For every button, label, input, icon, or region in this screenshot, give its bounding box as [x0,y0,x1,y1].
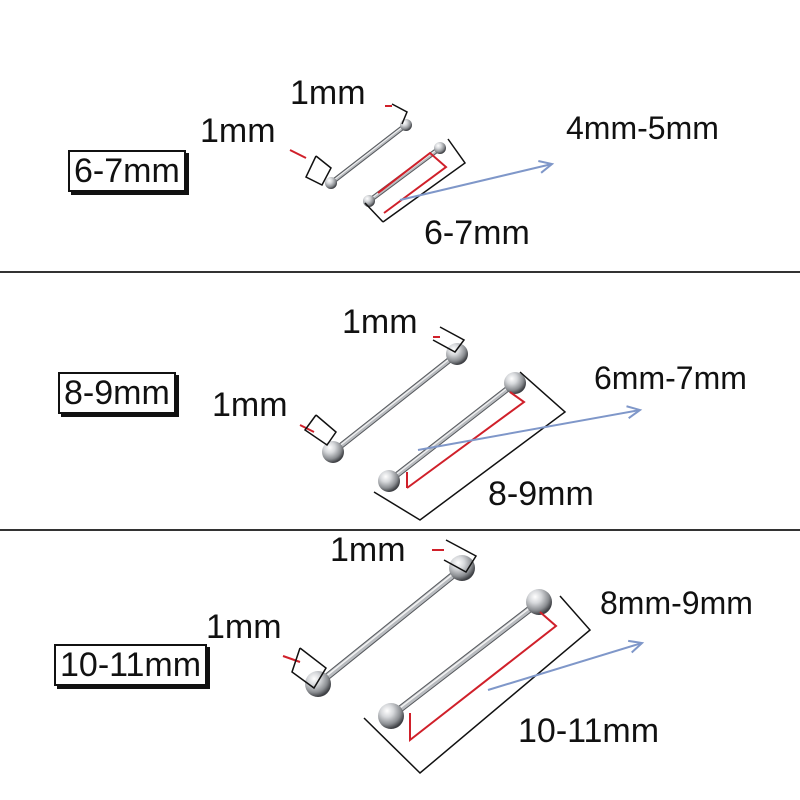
ball-bracket [291,647,327,690]
leader-tick [282,655,301,663]
barbell-ball [305,671,331,697]
arrow-line [487,642,643,691]
barbell-ball [325,177,337,189]
bar-size-label: 10-11mm [54,644,208,686]
inner-range-label: 8mm-9mm [600,585,753,621]
barbell-ball [449,555,475,581]
inner-length-highlight [409,611,558,743]
length-bracket [363,595,592,775]
bar-size-label: 8-9mm [58,372,176,414]
barbell-ball [322,441,344,463]
inner-range-label: 6mm-7mm [594,360,747,396]
barbell-shaft [387,381,517,483]
ball-bracket [391,103,408,125]
barbell-shaft [388,599,542,719]
barbell-ball [378,470,400,492]
length-label: 10-11mm [518,712,660,750]
ball-diameter-label: 1mm [206,608,282,646]
barbell-shaft-highlight [317,566,463,684]
arrow-head [628,639,645,654]
inner-length-highlight [377,151,448,214]
barbell-ball [504,372,526,394]
barbell-shaft-highlight [388,381,516,481]
ball-diameter-label: 1mm [212,386,288,424]
inner-range-label: 4mm-5mm [566,110,719,146]
ball-diameter-label: 1mm [290,74,366,112]
barbell-ball [400,119,412,131]
length-bracket [364,202,384,223]
ball-bracket [305,155,332,186]
barbell-shaft-highlight [330,123,407,183]
ball-bracket [303,414,338,447]
ball-bracket [443,539,478,573]
barbell-ball [434,142,446,154]
barbell-ball [446,343,468,365]
bar-size-label: 6-7mm [68,150,186,192]
leader-tick [289,149,307,159]
ball-diameter-label: 1mm [342,303,418,341]
ball-diameter-label: 1mm [330,531,406,569]
barbell-shaft-highlight [332,352,458,452]
barbell-ball [526,589,552,615]
inner-length-highlight [406,391,526,489]
barbell-ball [363,195,375,207]
arrow-head [538,160,555,174]
barbell-shaft [331,352,459,454]
arrow-head [626,405,643,420]
section-divider [0,271,800,273]
barbell-shaft [329,123,408,185]
arrow-line [399,163,553,201]
barbell-shaft [315,565,465,687]
length-label: 8-9mm [488,475,594,513]
length-label: 6-7mm [424,214,530,252]
arrow-line [417,409,641,451]
ball-diameter-label: 1mm [200,112,276,150]
ball-bracket [432,326,466,353]
section-divider [0,529,800,531]
barbell-shaft [367,146,442,203]
length-bracket [382,138,467,223]
barbell-shaft-highlight [390,600,540,716]
length-bracket [373,371,567,521]
barbell-ball [378,703,404,729]
